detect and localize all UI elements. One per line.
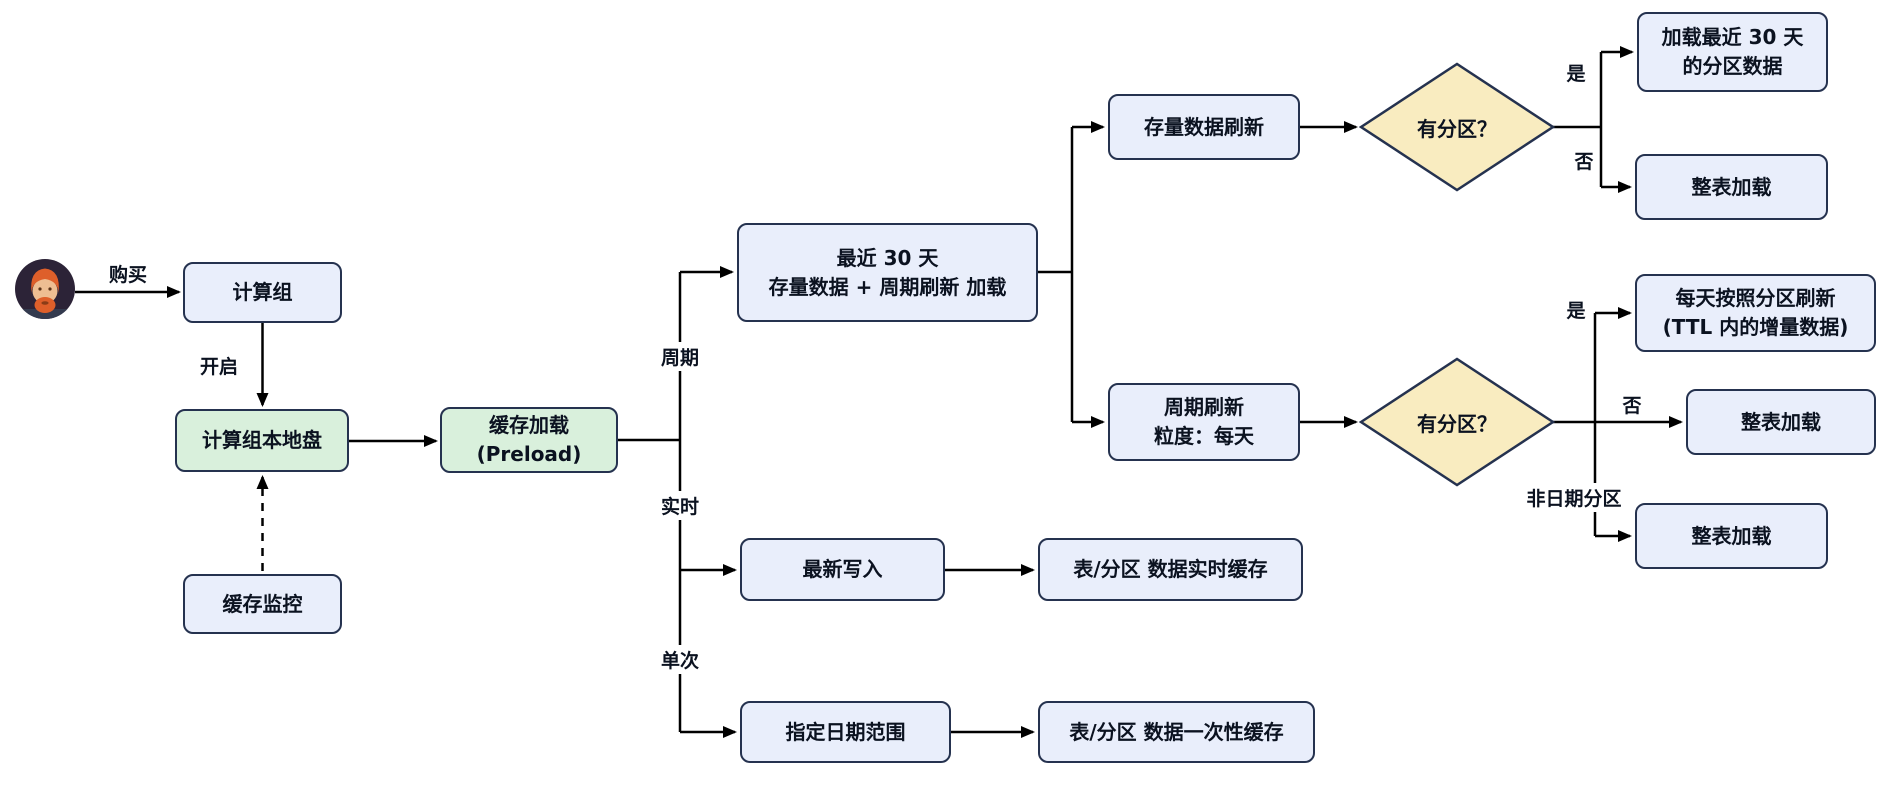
node-cache-preload-line2: (Preload) <box>476 442 582 466</box>
node-full-table-load-top: 整表加载 <box>1635 154 1828 220</box>
node-full-table-load-mid: 整表加载 <box>1686 389 1876 455</box>
edge-label-yes-mid: 是 <box>1566 300 1586 322</box>
edge-label-no-mid: 否 <box>1622 395 1642 417</box>
node-compute-group-local-disk: 计算组本地盘 <box>175 409 349 472</box>
node-full-table-load-bottom: 整表加载 <box>1635 503 1828 569</box>
node-daily-refresh-line1: 每天按照分区刷新 <box>1675 286 1836 310</box>
node-daily-partition-refresh: 每天按照分区刷新 (TTL 内的增量数据) <box>1635 274 1876 352</box>
node-recent-30d-line2: 存量数据 + 周期刷新 加载 <box>768 274 1007 299</box>
edge-label-realtime: 实时 <box>652 491 708 520</box>
user-avatar-icon <box>15 259 75 319</box>
node-full-table-top-label: 整表加载 <box>1691 174 1772 199</box>
node-date-range-label: 指定日期范围 <box>785 719 906 744</box>
node-periodic-refresh-line1: 周期刷新 <box>1164 395 1244 419</box>
edge-label-enable: 开启 <box>199 356 238 378</box>
edge-label-no-top: 否 <box>1574 151 1594 173</box>
node-periodic-refresh-line2: 粒度：每天 <box>1154 424 1254 448</box>
node-load-30d-line2: 的分区数据 <box>1682 54 1783 78</box>
edge-label-periodic: 周期 <box>652 342 708 371</box>
node-full-table-bottom-label: 整表加载 <box>1691 523 1772 548</box>
node-onetime-cache-label: 表/分区 数据一次性缓存 <box>1069 719 1284 744</box>
edge-label-non-date-partition: 非日期分区 <box>1516 483 1632 512</box>
node-latest-write-label: 最新写入 <box>802 557 883 581</box>
decision-has-partition-mid-shape <box>1358 357 1556 487</box>
node-full-table-mid-label: 整表加载 <box>1741 409 1821 434</box>
decision-has-partition-top-shape <box>1358 62 1556 192</box>
node-recent-30d-load: 最近 30 天 存量数据 + 周期刷新 加载 <box>737 223 1038 322</box>
node-cache-preload-line1: 缓存加载 <box>489 413 569 437</box>
node-periodic-refresh: 周期刷新 粒度：每天 <box>1108 383 1300 461</box>
node-date-range: 指定日期范围 <box>740 701 951 763</box>
node-load-30d-partitions: 加载最近 30 天 的分区数据 <box>1637 12 1828 92</box>
node-compute-group-label: 计算组 <box>232 280 293 304</box>
node-onetime-cache: 表/分区 数据一次性缓存 <box>1038 701 1315 763</box>
node-latest-write: 最新写入 <box>740 538 945 601</box>
edge-label-single: 单次 <box>652 645 708 674</box>
edge-label-buy: 购买 <box>108 264 147 286</box>
node-load-30d-line1: 加载最近 30 天 <box>1661 25 1804 49</box>
node-realtime-cache: 表/分区 数据实时缓存 <box>1038 538 1303 601</box>
node-local-disk-label: 计算组本地盘 <box>202 428 322 452</box>
node-stock-refresh-label: 存量数据刷新 <box>1144 114 1264 139</box>
node-realtime-cache-label: 表/分区 数据实时缓存 <box>1073 557 1268 581</box>
node-recent-30d-line1: 最近 30 天 <box>836 245 939 270</box>
node-cache-monitor-label: 缓存监控 <box>222 591 303 616</box>
node-compute-group: 计算组 <box>183 262 342 323</box>
node-cache-preload: 缓存加载 (Preload) <box>440 407 618 473</box>
edge-label-yes-top: 是 <box>1566 63 1586 85</box>
node-stock-data-refresh: 存量数据刷新 <box>1108 94 1300 160</box>
node-cache-monitor: 缓存监控 <box>183 574 342 634</box>
node-daily-refresh-line2: (TTL 内的增量数据) <box>1662 315 1849 339</box>
